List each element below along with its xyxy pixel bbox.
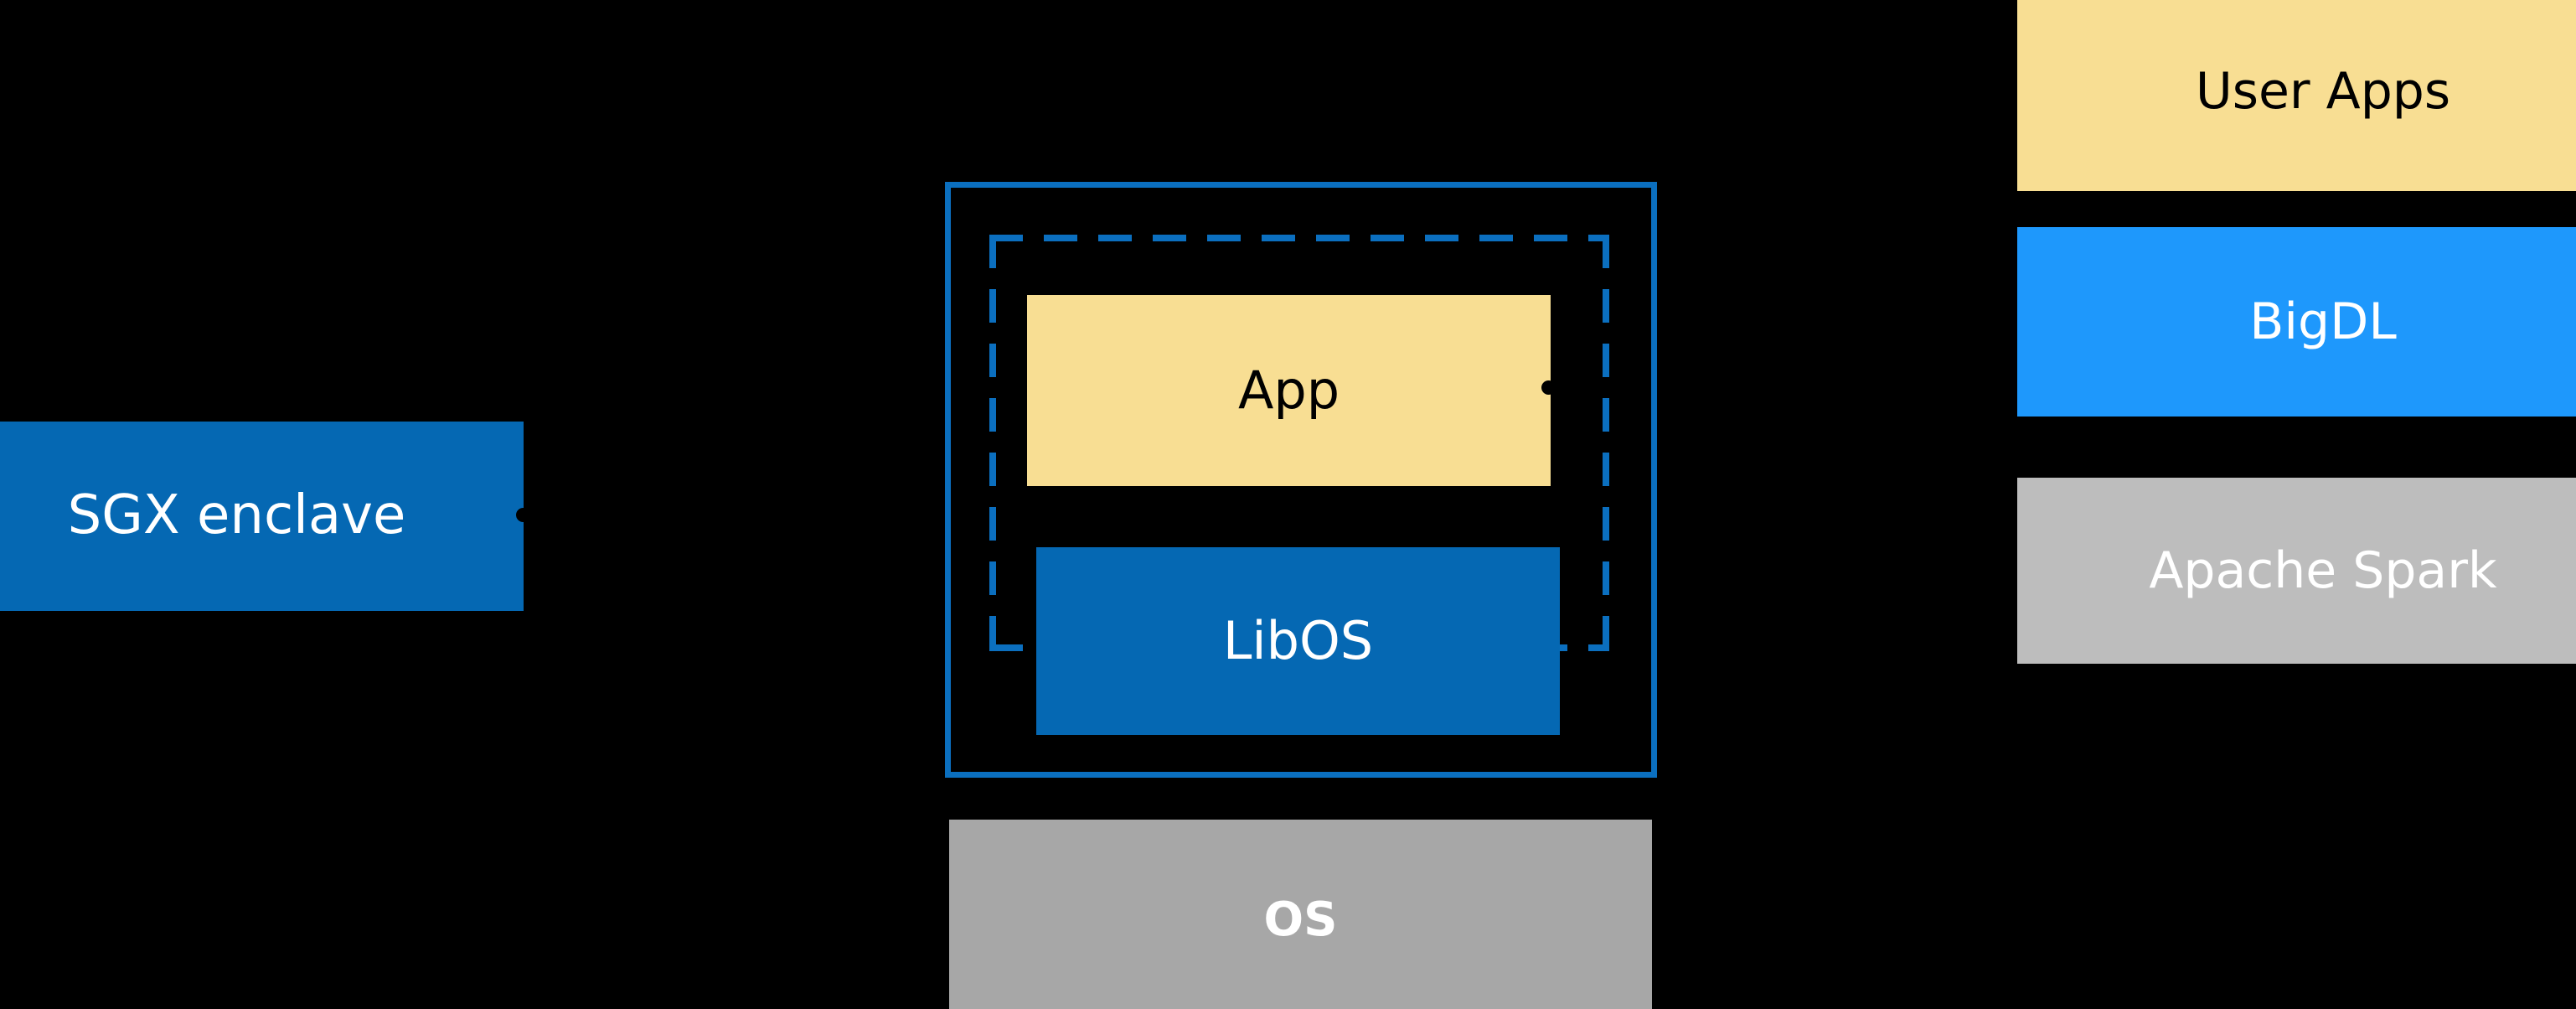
sgx-enclave-leader-line	[521, 415, 947, 520]
app-label: App	[1237, 360, 1340, 422]
app-box: App	[1027, 295, 1551, 486]
bigdl-box: BigDL	[2017, 227, 2576, 417]
os-box: OS	[949, 820, 1652, 1009]
libos-box: LibOS	[1036, 547, 1560, 735]
sgx-enclave-box: SGX enclave	[0, 422, 524, 611]
user-apps-label: User Apps	[2195, 61, 2451, 121]
app-connector-dot	[1541, 380, 1556, 395]
apache-spark-box: Apache Spark	[2017, 478, 2576, 664]
user-apps-box: User Apps	[2017, 0, 2576, 191]
libos-label: LibOS	[1222, 610, 1374, 672]
os-label: OS	[1263, 892, 1338, 947]
sgx-enclave-label: SGX enclave	[67, 484, 406, 547]
bigdl-label: BigDL	[2249, 292, 2397, 351]
sgx-enclave-connector-dot	[516, 508, 530, 522]
enclave-outline	[945, 182, 1657, 778]
apache-spark-label: Apache Spark	[2149, 541, 2497, 600]
